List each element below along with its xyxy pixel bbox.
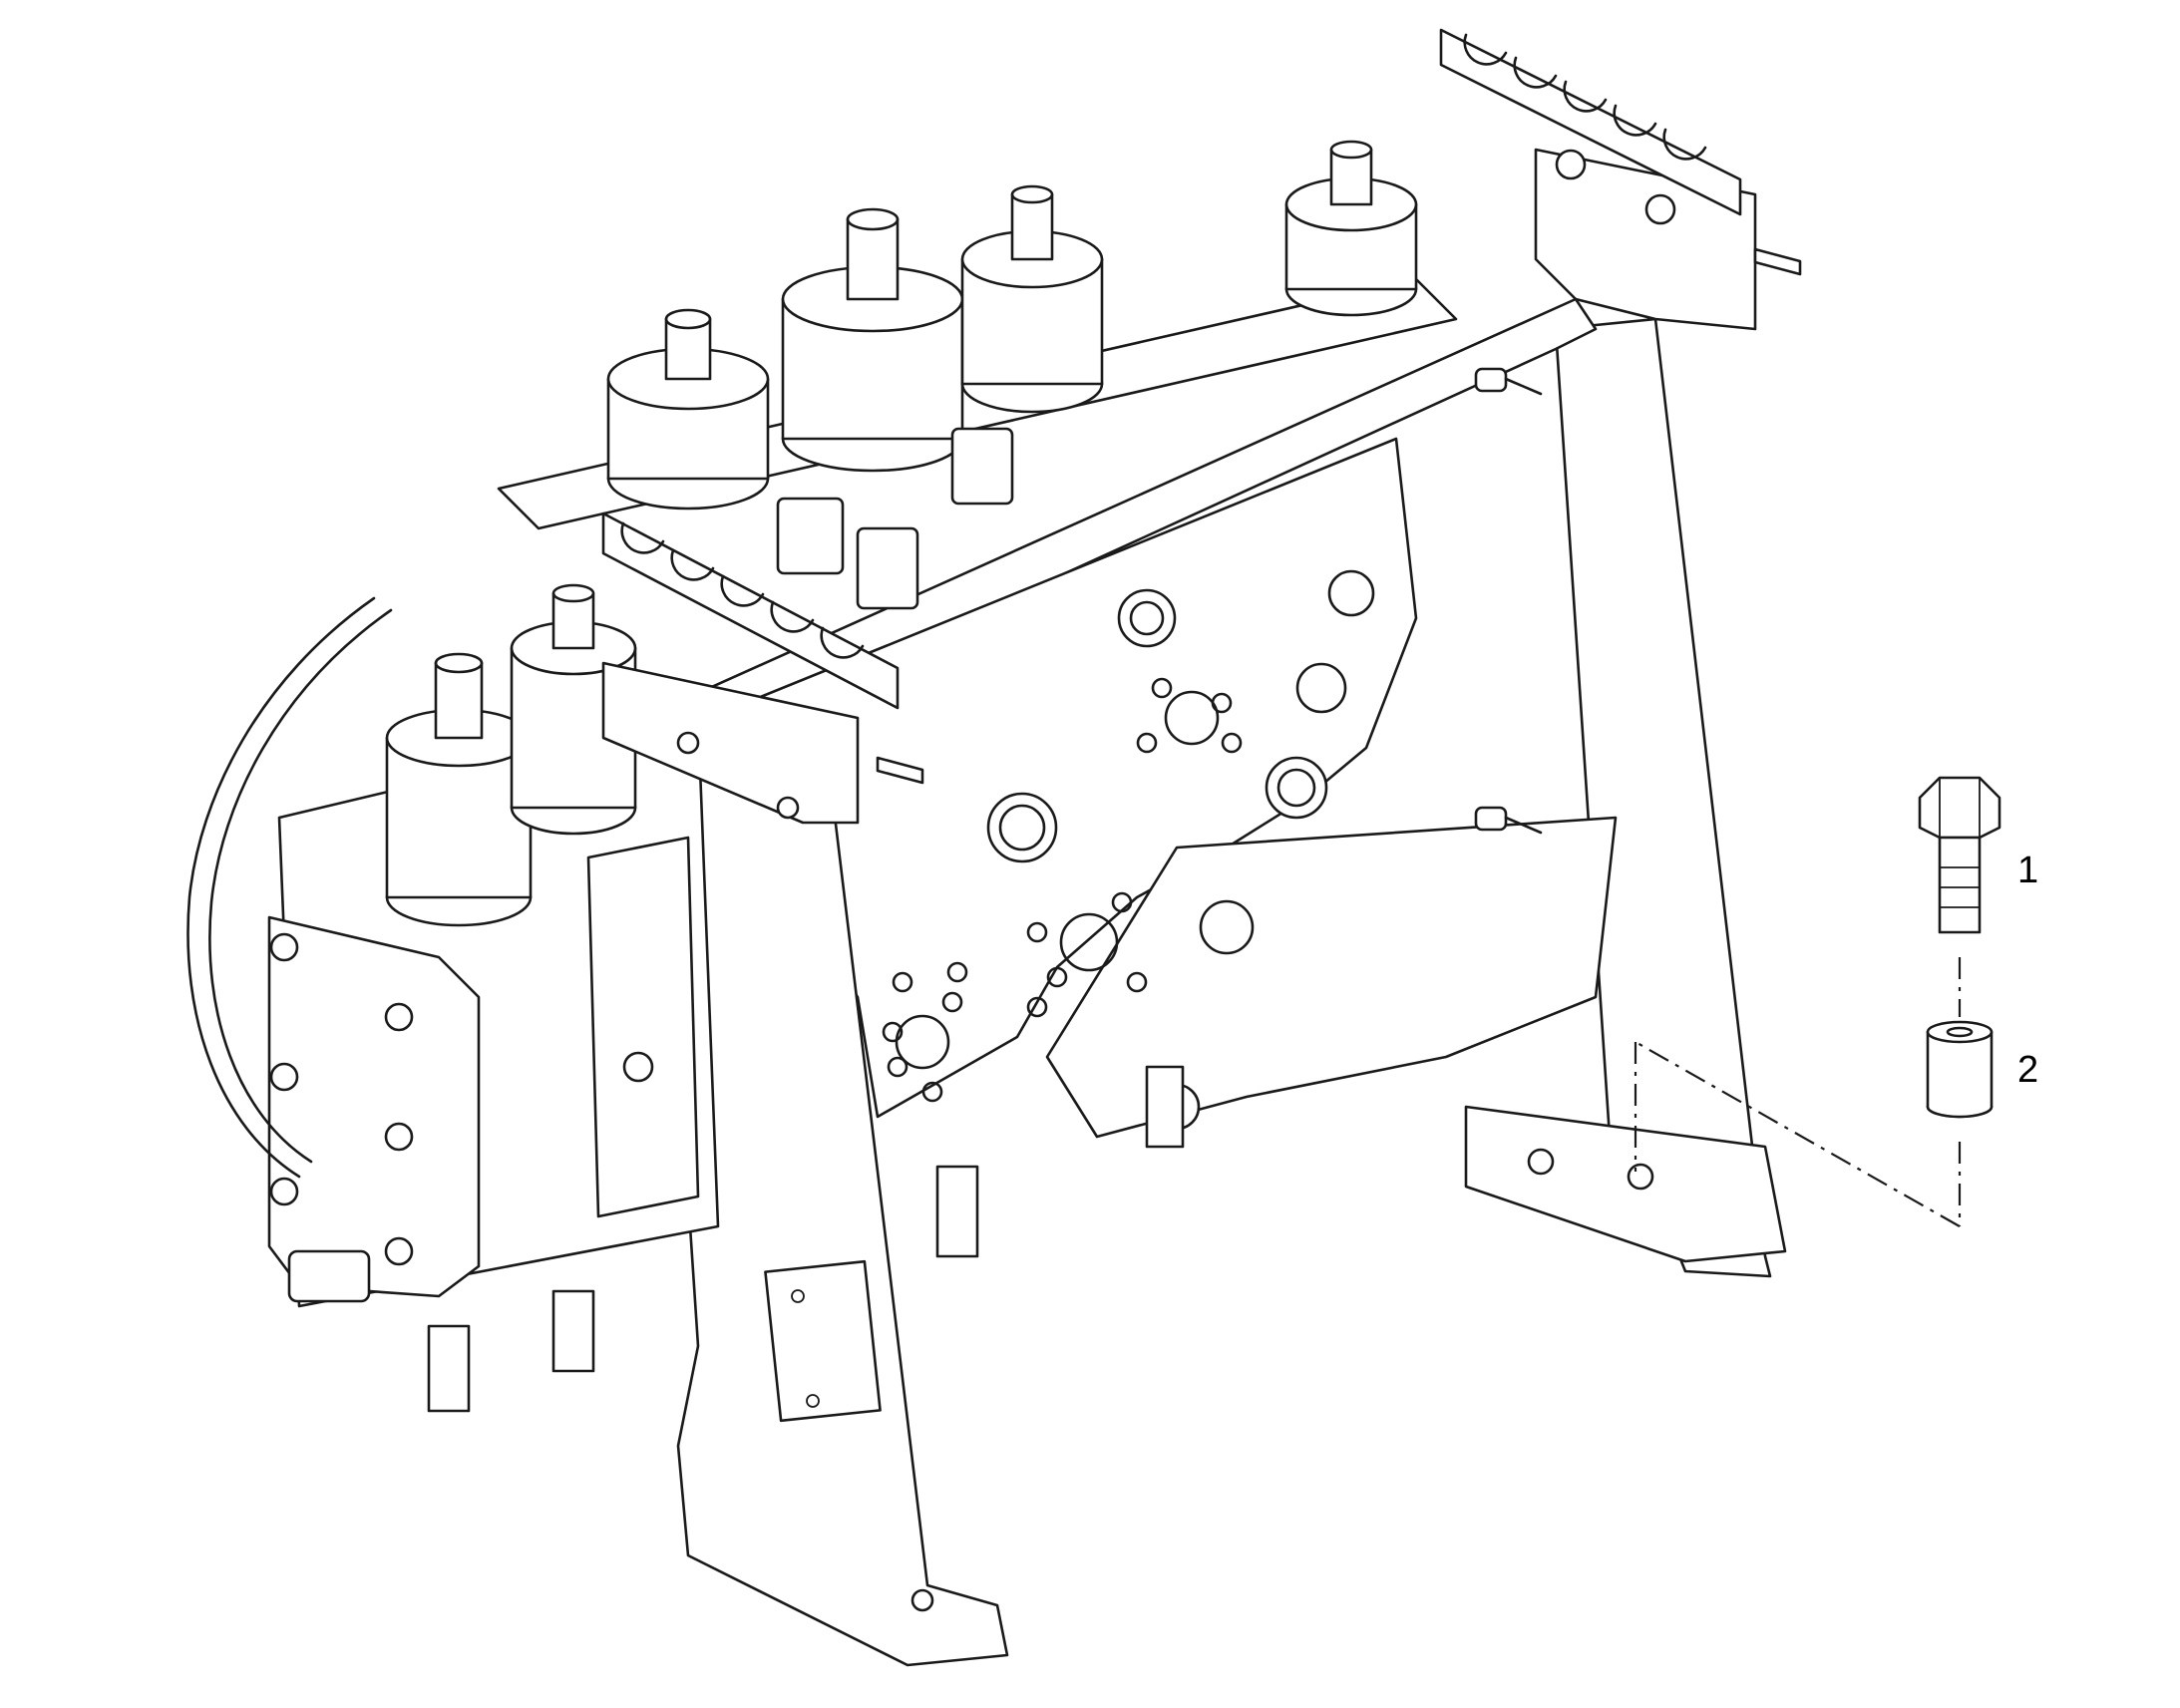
- hex-bolt: [1918, 776, 2001, 934]
- pipe-clamp-top: [1439, 28, 1802, 276]
- callout-2: 2: [2017, 1049, 2038, 1091]
- spacer-bushing: [1926, 1020, 1994, 1119]
- pipe-clamp-front: [601, 512, 924, 825]
- callout-1: 1: [2017, 850, 2038, 891]
- solenoid-coils: [385, 140, 1418, 927]
- assembly-leader-lines: [1634, 957, 1962, 1227]
